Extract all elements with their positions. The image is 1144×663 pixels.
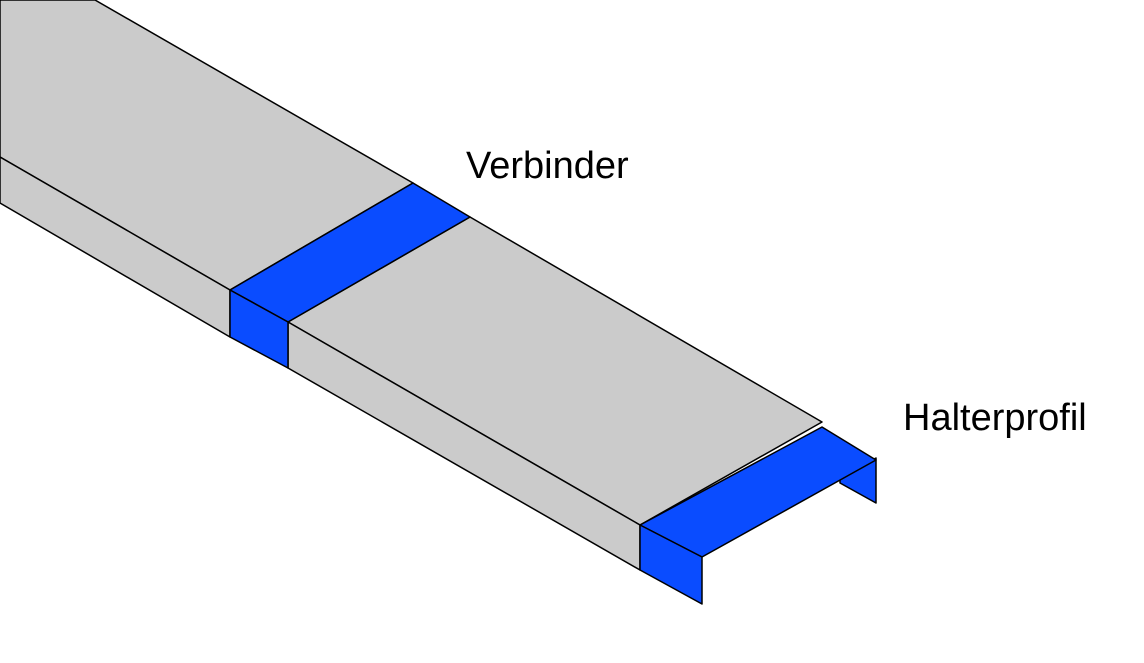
connector-label: Verbinder <box>466 145 629 187</box>
holder-profile-front-flange <box>639 524 703 605</box>
holder-profile-label: Halterprofil <box>903 397 1087 439</box>
connector-side <box>229 289 289 369</box>
